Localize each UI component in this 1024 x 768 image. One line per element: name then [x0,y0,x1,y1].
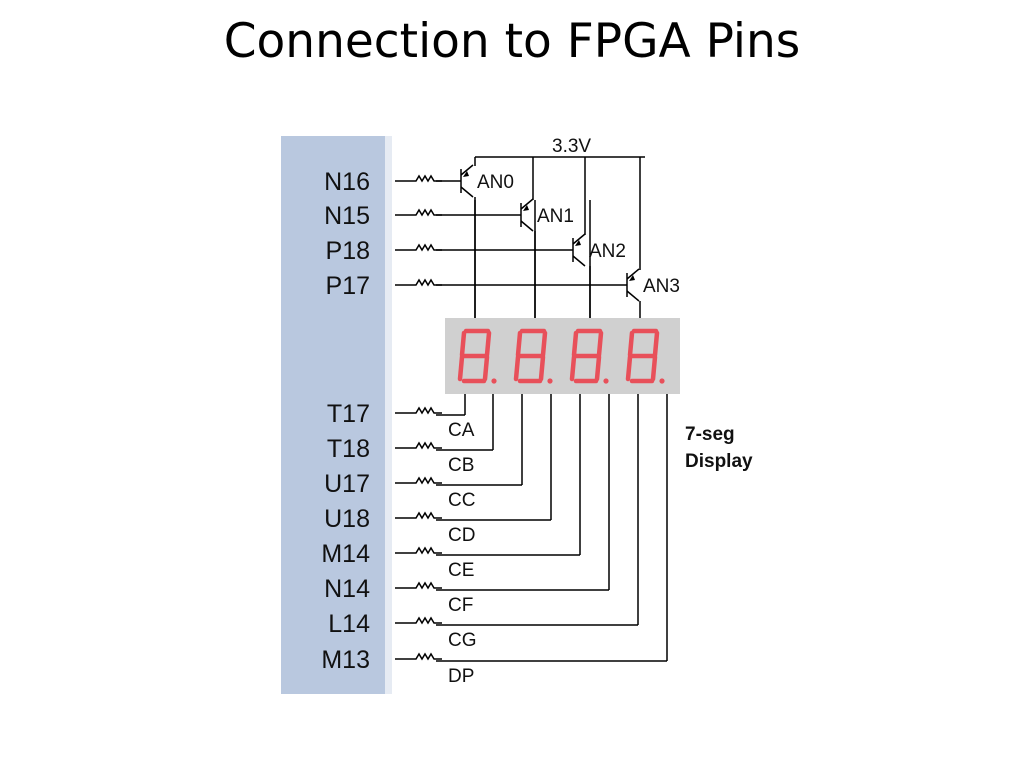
segment-pin-label: L14 [328,610,370,638]
segment [627,330,635,358]
anode-resistor [410,243,442,252]
segment-resistor [410,616,442,625]
fpga-panel-edge [385,136,392,694]
transistor-collector [572,255,586,267]
fpga-pin-panel [281,136,392,694]
segment-pin-label: T18 [327,435,370,463]
transistor-collector [626,290,640,302]
transistor-emitter [460,164,474,176]
segment-resistor [410,581,442,590]
segment-label: DP [448,666,474,687]
anode-resistor [410,174,442,183]
segment-label: CE [448,560,474,581]
segment [569,354,577,382]
anode-resistor [410,278,442,287]
segment-resistor [410,476,442,485]
anode-label: AN1 [537,206,574,227]
segment-resistor [410,441,442,450]
segment [594,354,602,382]
transistor-collector [520,220,534,232]
segment-label: CD [448,525,475,546]
segment [625,354,633,382]
transistor-collector [460,186,474,198]
segment [540,330,548,358]
transistor-arrow [629,275,635,281]
wiring [395,156,668,662]
segment [571,330,579,358]
segment [515,330,523,358]
segment-resistor [410,406,442,415]
segment-label: CC [448,490,475,511]
anode-label: AN3 [643,276,680,297]
digit [569,328,609,384]
segment [596,330,604,358]
transistor-arrow [523,205,529,211]
segment [650,354,658,382]
segment [459,330,467,358]
segment-label: CF [448,595,473,616]
transistor-emitter [572,233,586,245]
display-caption-line1: 7-seg [685,424,735,445]
segment-resistor [410,652,442,661]
transistor-emitter [520,198,534,210]
seven-segment-display [445,318,680,394]
segment-resistor [410,546,442,555]
segment-pin-label: U18 [324,505,370,533]
transistor-emitter [626,268,640,280]
segment-label: CG [448,630,477,651]
segment-label: CB [448,455,474,476]
segment-pin-label: N14 [324,575,370,603]
anode-pin-label: P17 [326,272,370,300]
fpga-panel [281,136,385,694]
segment [482,354,490,382]
decimal-point [603,378,609,384]
transistor-arrow [575,240,581,246]
transistor-arrow [463,171,469,177]
anode-pin-label: P18 [326,237,370,265]
anode-pin-label: N16 [324,168,370,196]
segment-pin-label: M14 [321,540,370,568]
segment-pin-label: T17 [327,400,370,428]
segment [513,354,521,382]
segment [457,354,465,382]
digit [513,328,553,384]
segment [538,354,546,382]
anode-label: AN2 [589,241,626,262]
segment-pin-label: U17 [324,470,370,498]
decimal-point [491,378,497,384]
anode-pin-label: N15 [324,202,370,230]
anode-label: AN0 [477,172,514,193]
decimal-point [547,378,553,384]
segment-resistor [410,511,442,520]
segment [484,330,492,358]
segment [652,330,660,358]
digit [625,328,665,384]
slide-title: Connection to FPGA Pins [223,14,801,69]
decimal-point [659,378,665,384]
segment-label: CA [448,420,475,441]
supply-label: 3.3V [552,136,591,157]
segment-pin-label: M13 [321,646,370,674]
display-caption-line2: Display [685,451,753,472]
digit [457,328,497,384]
anode-resistor [410,208,442,217]
